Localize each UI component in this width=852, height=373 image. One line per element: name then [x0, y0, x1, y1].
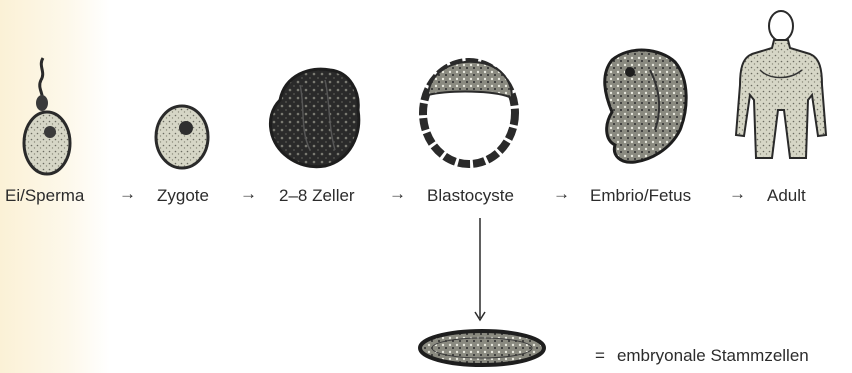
arrow-icon: → [119, 184, 136, 204]
stage-label-adult: Adult [767, 186, 806, 206]
equals-sign: = [595, 346, 605, 365]
stage-label-embryo: Embrio/Fetus [590, 186, 691, 206]
arrow-icon: → [389, 184, 406, 204]
stage-label-blastocyst: Blastocyste [427, 186, 514, 206]
arrow-icon: → [553, 184, 570, 204]
stem-cells-label: embryonale Stammzellen [617, 346, 809, 365]
zygote-illustration [156, 106, 208, 168]
blastocyst-illustration [423, 62, 515, 164]
stem-cells-illustration [420, 331, 544, 365]
stage-label-egg-sperm: Ei/Sperma [5, 186, 84, 206]
embryo-illustration [605, 50, 686, 162]
arrow-icon: → [240, 184, 257, 204]
morula-illustration [270, 69, 358, 167]
arrow-icon: → [729, 184, 746, 204]
stem-cells-caption: = embryonale Stammzellen [595, 346, 809, 366]
stage-label-morula: 2–8 Zeller [279, 186, 355, 206]
stage-label-zygote: Zygote [157, 186, 209, 206]
egg-sperm-illustration [24, 58, 70, 174]
adult-illustration [736, 11, 826, 158]
